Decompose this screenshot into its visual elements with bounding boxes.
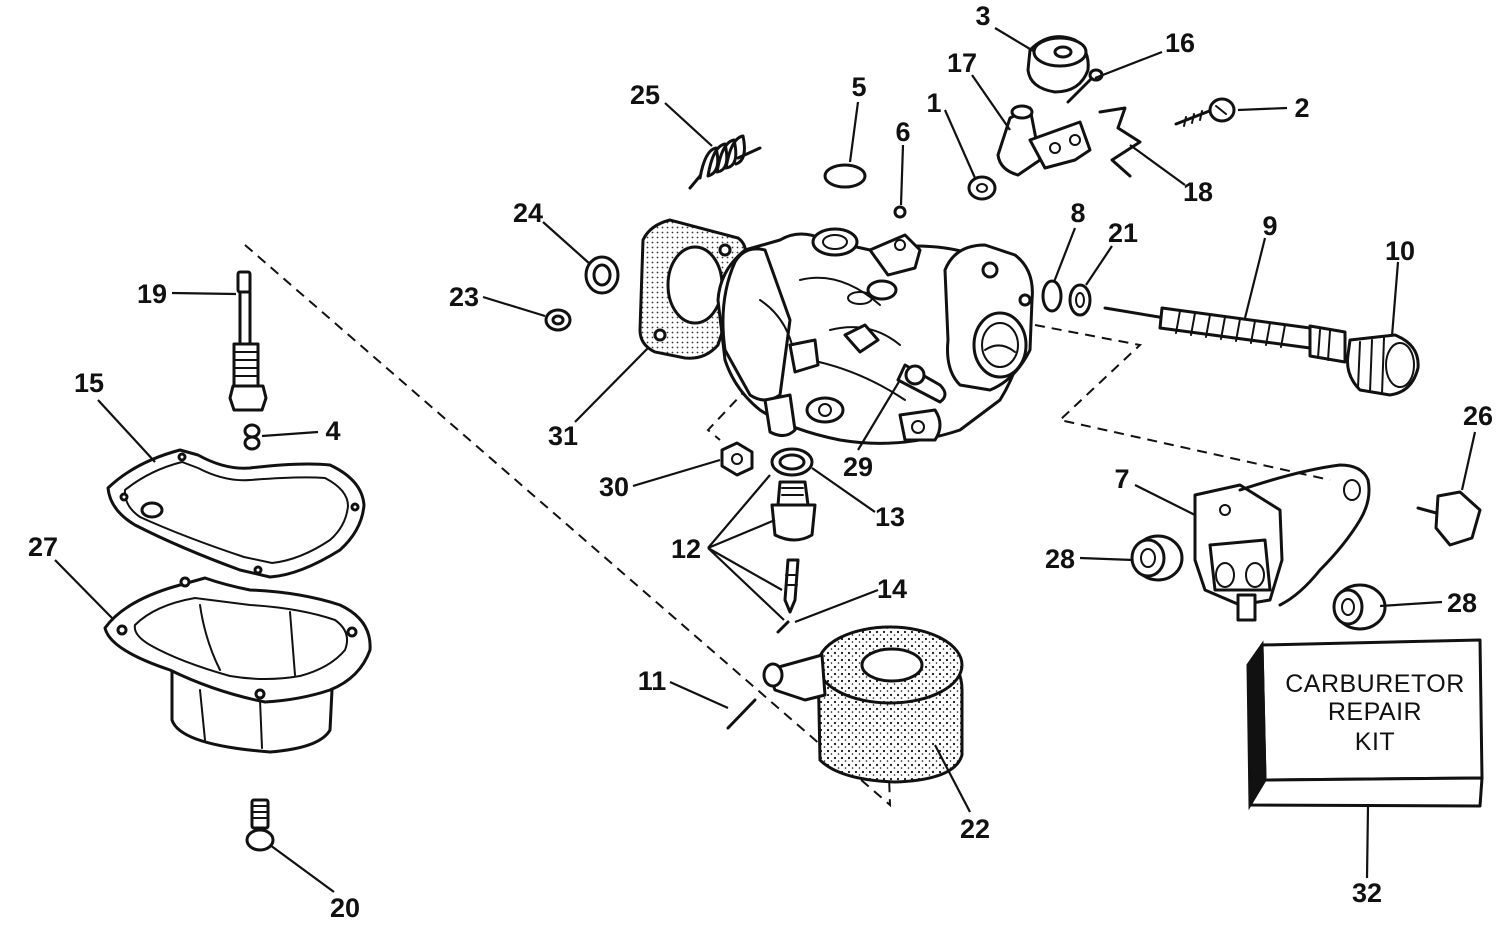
- callout-25: 25: [630, 80, 660, 110]
- part-9-needle-screw: [1103, 306, 1347, 364]
- part-15-bowl-gasket: [106, 448, 366, 579]
- part-2-screw: [1174, 97, 1236, 127]
- callout-10: 10: [1385, 236, 1415, 266]
- callout-27: 27: [28, 532, 58, 562]
- callout-31: 31: [548, 421, 578, 451]
- callout-28-left: 28: [1045, 544, 1075, 574]
- callout-18: 18: [1183, 177, 1213, 207]
- part-27-float-bowl: [103, 576, 372, 754]
- callout-14: 14: [877, 574, 907, 604]
- part-11-hinge-pin: [726, 698, 757, 730]
- part-17-choke-lever: [996, 104, 1092, 177]
- callout-26: 26: [1463, 401, 1493, 431]
- part-28-bushing-left: [1130, 534, 1184, 582]
- callout-30: 30: [599, 472, 629, 502]
- kit-label-line2: REPAIR: [1328, 698, 1422, 726]
- part-23-washer: [544, 308, 572, 332]
- part-22-float: [762, 625, 964, 784]
- part-25-spring: [688, 134, 762, 190]
- part-18-link: [1098, 106, 1142, 178]
- part-24-washer: [584, 255, 620, 295]
- part-6-ball: [893, 205, 907, 219]
- callout-3: 3: [975, 1, 990, 31]
- callout-13: 13: [875, 502, 905, 532]
- callout-1: 1: [926, 88, 941, 118]
- carburetor-body: [716, 227, 1034, 445]
- part-10-packing-nut: [1346, 333, 1420, 397]
- part-12-inlet-seat: [770, 480, 817, 614]
- callout-22: 22: [960, 814, 990, 844]
- callout-21: 21: [1108, 218, 1138, 248]
- callout-29: 29: [843, 452, 873, 482]
- part-5-welch-plug: [823, 163, 867, 189]
- callout-numbers: 1 2 3 4 5 6 7 8 9 10 11 12 13 14 15 16 1…: [28, 1, 1493, 923]
- callout-2: 2: [1294, 93, 1309, 123]
- part-30-nut: [720, 441, 754, 477]
- callout-23: 23: [449, 282, 479, 312]
- callout-11: 11: [638, 666, 667, 696]
- callout-20: 20: [330, 893, 360, 923]
- part-1-washer: [967, 175, 997, 201]
- part-26-screw: [1416, 490, 1482, 547]
- part-19-needle-valve: [228, 270, 268, 412]
- part-4-o-ring: [243, 423, 261, 451]
- callout-17: 17: [947, 48, 977, 78]
- callout-4: 4: [325, 416, 340, 446]
- callout-28-right: 28: [1447, 588, 1477, 618]
- part-7-bracket: [1193, 463, 1371, 622]
- callout-12: 12: [671, 534, 701, 564]
- callout-9: 9: [1262, 211, 1277, 241]
- callout-16: 16: [1165, 28, 1195, 58]
- part-21-washer: [1068, 283, 1092, 317]
- part-14-clip: [776, 620, 790, 634]
- part-32-repair-kit-box: CARBURETOR REPAIR KIT: [1246, 638, 1484, 811]
- part-20-bowl-screw: [245, 798, 275, 852]
- callout-7: 7: [1114, 464, 1129, 494]
- kit-label-line3: KIT: [1355, 728, 1395, 756]
- callout-15: 15: [74, 368, 104, 398]
- part-13-gasket: [770, 447, 814, 477]
- callout-19: 19: [137, 279, 167, 309]
- kit-label-line1: CARBURETOR: [1285, 670, 1465, 698]
- callout-8: 8: [1070, 198, 1085, 228]
- part-8-washer: [1041, 279, 1063, 313]
- leader-lines: [54, 27, 1477, 893]
- callout-24: 24: [513, 198, 543, 228]
- callout-5: 5: [851, 72, 866, 102]
- callout-32: 32: [1352, 878, 1382, 908]
- part-28-bushing-right: [1332, 583, 1387, 631]
- part-3-choke-knob: [1026, 35, 1090, 94]
- callout-6: 6: [895, 117, 910, 147]
